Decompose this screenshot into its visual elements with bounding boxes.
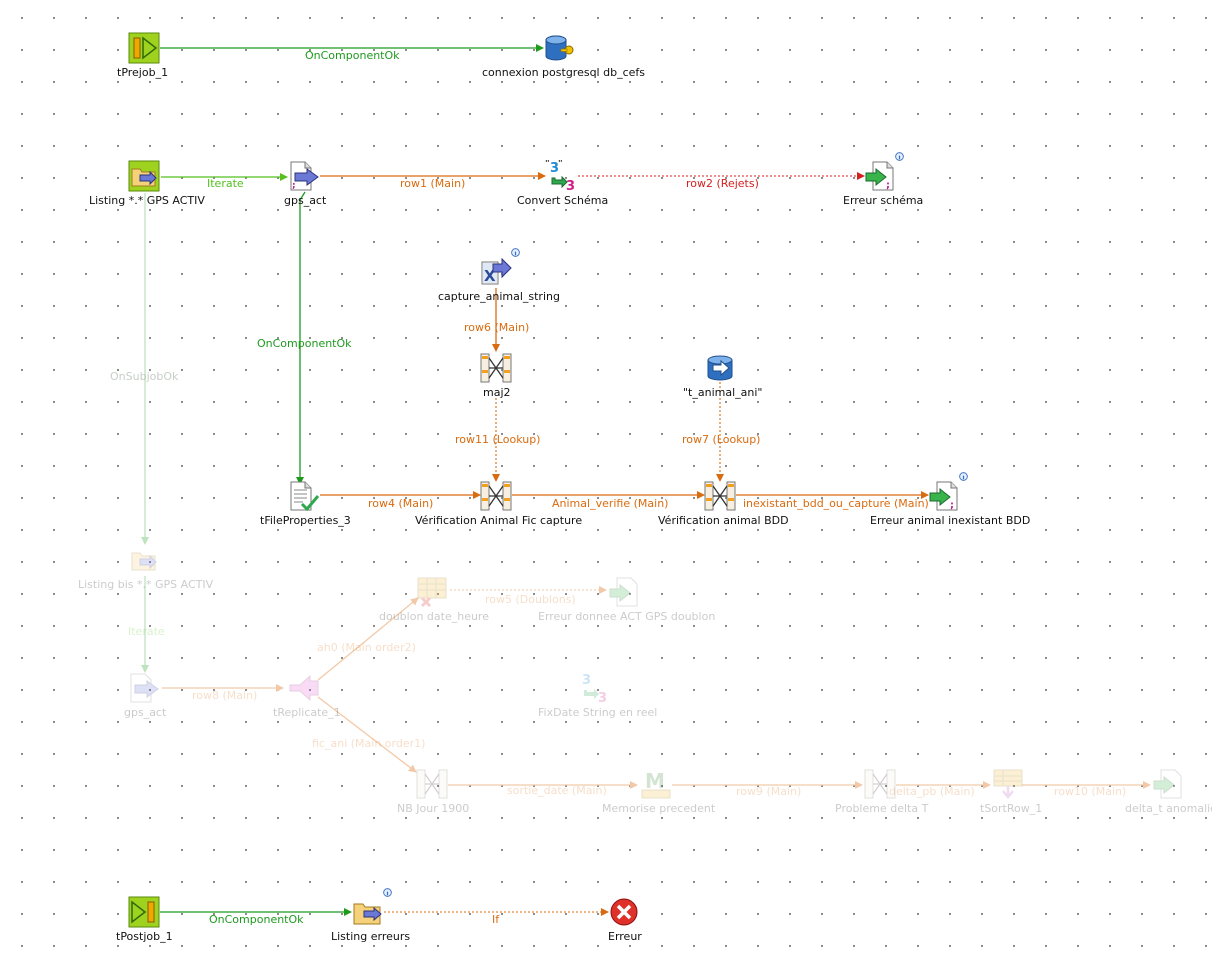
component-label: Erreur animal inexistant BDD <box>870 514 1031 527</box>
component-label: Listing *.* GPS ACTIV <box>89 194 205 207</box>
link-ah0[interactable] <box>317 597 419 681</box>
replicate-icon <box>289 674 319 702</box>
component-label: FixDate String en reel <box>538 706 658 719</box>
component-label: tReplicate_1 <box>273 706 341 719</box>
component-label: maj2 <box>483 386 511 399</box>
file-input-icon: ; <box>290 161 319 191</box>
link-label-oncomponentok-2[interactable]: OnComponentOk <box>257 337 352 350</box>
svg-text:3: 3 <box>566 179 575 192</box>
link-label-inexistant[interactable]: inexistant_bdd_ou_capture (Main) <box>743 497 929 510</box>
file-output-icon: ; <box>929 481 958 511</box>
component-label: Erreur <box>608 930 642 943</box>
xml-extract-icon: X <box>481 257 512 285</box>
info-badge-icon <box>511 248 520 257</box>
link-label-row8[interactable]: row8 (Main) <box>192 689 258 702</box>
component-label: capture_animal_string <box>438 290 560 303</box>
tmap-icon <box>480 481 512 511</box>
component-label: Memorise precedent <box>602 802 716 815</box>
component-label: Listing erreurs <box>331 930 411 943</box>
link-label-animal-verifie[interactable]: Animal_verifie (Main) <box>552 497 669 510</box>
link-label-row6[interactable]: row6 (Main) <box>464 321 530 334</box>
info-badge-icon <box>959 472 968 481</box>
link-label-ah0[interactable]: ah0 (Main order2) <box>317 641 416 654</box>
convert-type-icon: 3 3 <box>582 673 607 704</box>
memorize-icon: M <box>641 769 671 799</box>
unique-rows-icon <box>417 577 447 608</box>
svg-text:M: M <box>645 769 665 793</box>
svg-text:;: ; <box>886 180 890 191</box>
component-label: gps_act <box>284 194 327 207</box>
svg-text:": " <box>558 160 563 169</box>
file-output-icon <box>1153 769 1182 799</box>
tmap-icon <box>704 481 736 511</box>
postjob-icon <box>128 896 160 928</box>
link-oncomponentok-gps[interactable] <box>296 191 306 485</box>
link-label-fic-ani[interactable]: fic_ani (Main order1) <box>312 737 426 750</box>
link-label-row10[interactable]: row10 (Main) <box>1054 785 1127 798</box>
db-input-icon <box>707 355 733 381</box>
component-label: Vérification animal BDD <box>658 514 789 527</box>
tmap-icon <box>480 353 512 383</box>
component-label: Vérification Animal Fic capture <box>415 514 583 527</box>
component-label: Probleme delta T <box>835 802 929 815</box>
error-die-icon <box>610 898 638 926</box>
component-label: doublon date_heure <box>379 610 489 623</box>
link-label-row11[interactable]: row11 (Lookup) <box>455 433 541 446</box>
link-label-iterate[interactable]: Iterate <box>207 177 244 190</box>
link-label-row5[interactable]: row5 (Doublons) <box>485 593 576 606</box>
prejob-icon <box>128 32 160 64</box>
link-label-oncomponentok[interactable]: OnComponentOk <box>305 49 400 62</box>
component-label: tSortRow_1 <box>980 802 1043 815</box>
folder-list-icon <box>353 903 382 925</box>
svg-text:;: ; <box>292 181 296 191</box>
link-label-if[interactable]: If <box>492 913 500 926</box>
db-connection-icon <box>545 35 574 61</box>
link-label-delta-pb[interactable]: delta_pb (Main) <box>889 785 975 798</box>
link-fic-ani[interactable] <box>317 696 417 773</box>
component-label: NB Jour 1900 <box>397 802 470 815</box>
link-label-row7[interactable]: row7 (Lookup) <box>682 433 761 446</box>
tmap-icon <box>864 769 896 799</box>
convert-type-icon: " 3 " 3 <box>545 160 575 192</box>
svg-text:3: 3 <box>598 691 607 704</box>
component-label: Erreur donnee ACT GPS doublon <box>538 610 716 623</box>
link-label-row1[interactable]: row1 (Main) <box>400 177 466 190</box>
svg-text:": " <box>545 160 550 169</box>
component-label: gps_act <box>124 706 167 719</box>
file-properties-icon <box>290 481 320 512</box>
info-badge-icon <box>383 888 392 897</box>
component-label: delta_t anomalie <box>1125 802 1212 815</box>
file-output-icon: ; <box>865 161 894 191</box>
sort-rows-icon <box>993 769 1023 799</box>
component-label: connexion postgresql db_cefs <box>482 66 645 79</box>
link-label-row9[interactable]: row9 (Main) <box>736 785 802 798</box>
svg-text:3: 3 <box>550 161 559 176</box>
svg-text:;: ; <box>950 500 954 511</box>
component-label: "t_animal_ani" <box>683 386 763 399</box>
link-label-sortie-date[interactable]: sortie_date (Main) <box>507 784 607 797</box>
link-label-onsubjobok[interactable]: OnSubjobOk <box>110 370 179 383</box>
component-label: Listing bis *.* GPS ACTIV <box>78 578 214 591</box>
component-label: tPostjob_1 <box>116 930 173 943</box>
file-list-icon <box>131 552 157 571</box>
component-label: tPrejob_1 <box>117 66 169 79</box>
file-input-icon <box>130 673 159 703</box>
component-label: Erreur schéma <box>843 194 924 207</box>
file-list-icon <box>128 160 160 192</box>
svg-text:3: 3 <box>582 673 591 688</box>
component-label: Convert Schéma <box>517 194 609 207</box>
link-label-oncomponentok-3[interactable]: OnComponentOk <box>209 913 304 926</box>
link-label-iterate-bis[interactable]: Iterate <box>128 625 165 638</box>
link-label-row4[interactable]: row4 (Main) <box>368 497 434 510</box>
tmap-icon <box>416 769 448 799</box>
file-output-icon <box>609 577 638 607</box>
info-badge-icon <box>895 152 904 161</box>
link-label-row2[interactable]: row2 (Rejets) <box>686 177 759 190</box>
component-label: tFileProperties_3 <box>260 514 351 527</box>
